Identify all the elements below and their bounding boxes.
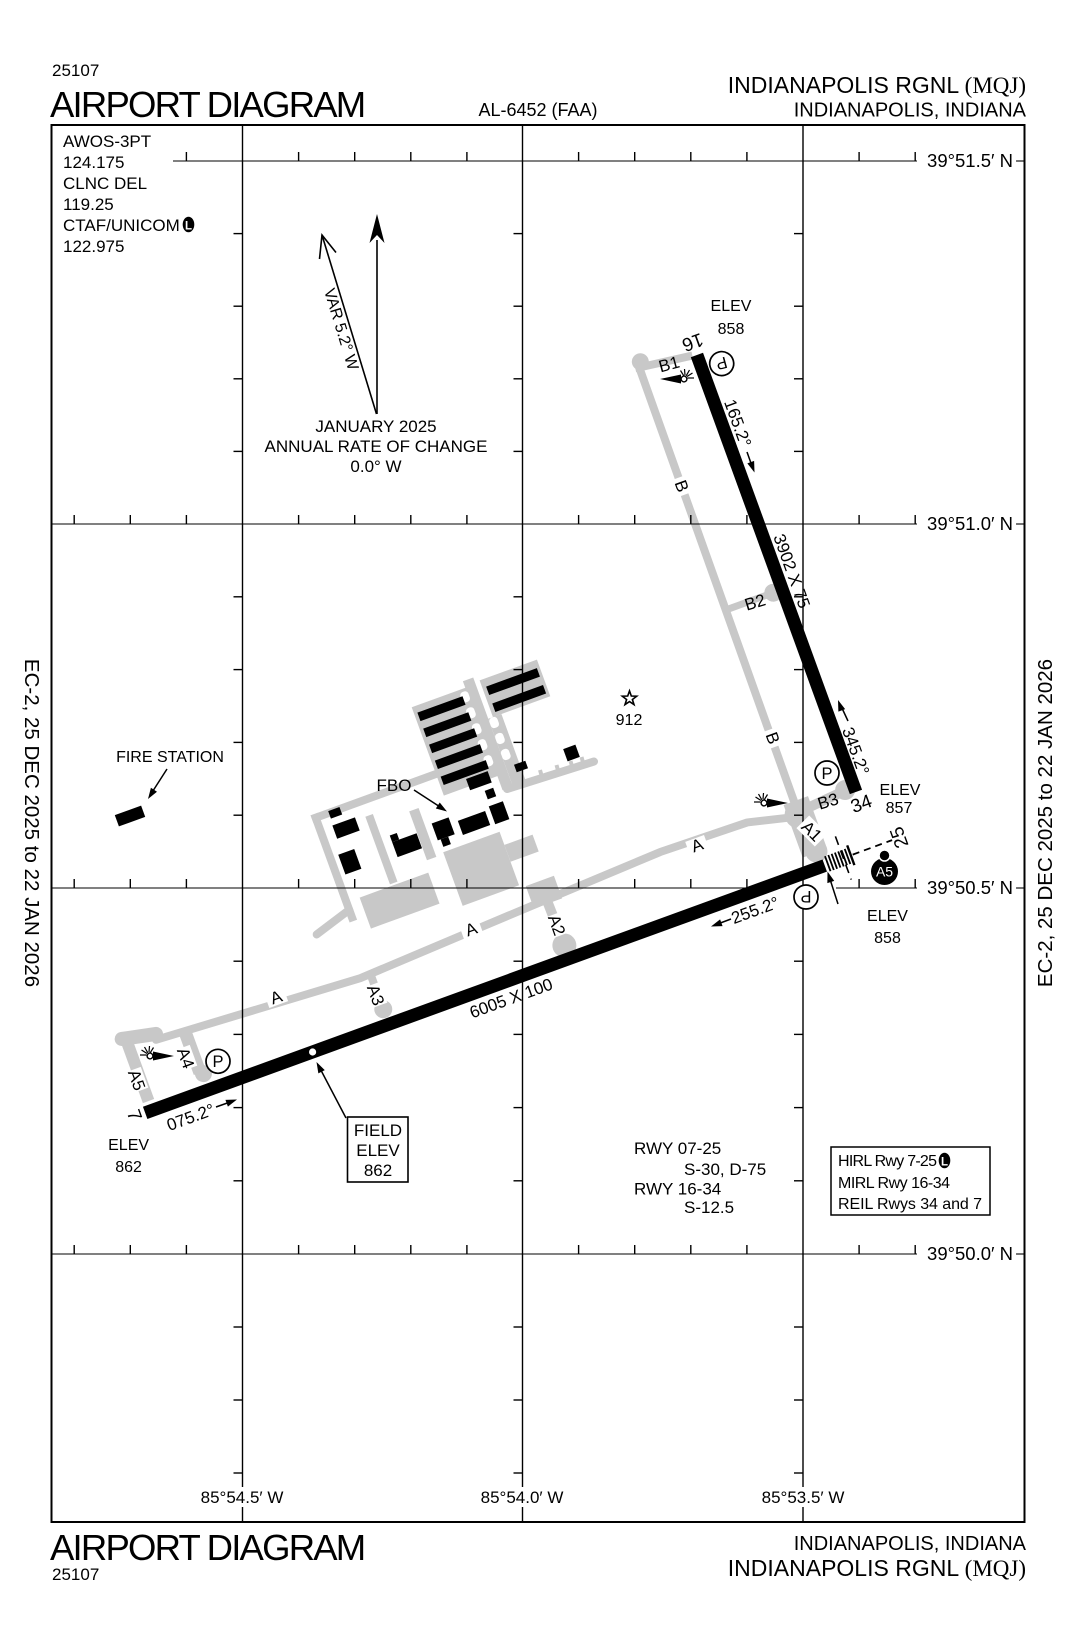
svg-text:FIRE STATION: FIRE STATION	[116, 749, 224, 766]
svg-text:B1: B1	[657, 353, 682, 377]
svg-text:L: L	[185, 221, 192, 233]
svg-text:L: L	[941, 1157, 948, 1169]
svg-text:25107: 25107	[52, 1565, 99, 1584]
svg-text:EC-2, 25 DEC 2025 to 22 JAN 20: EC-2, 25 DEC 2025 to 22 JAN 2026	[1034, 659, 1057, 987]
svg-text:85°54.5′ W: 85°54.5′ W	[201, 1488, 284, 1507]
svg-text:REIL Rwys 34 and 7: REIL Rwys 34 and 7	[838, 1196, 982, 1213]
svg-text:ELEV: ELEV	[108, 1137, 149, 1154]
svg-text:85°54.0′ W: 85°54.0′ W	[481, 1488, 564, 1507]
svg-text:RWY 07-25: RWY 07-25	[634, 1139, 721, 1158]
svg-text:S-30, D-75: S-30, D-75	[684, 1160, 766, 1179]
svg-text:AWOS-3PT: AWOS-3PT	[63, 132, 151, 151]
svg-text:RWY 16-34: RWY 16-34	[634, 1180, 721, 1199]
svg-text:INDIANAPOLIS RGNL (MQJ): INDIANAPOLIS RGNL (MQJ)	[728, 72, 1026, 98]
svg-text:CTAF/UNICOM: CTAF/UNICOM	[63, 216, 180, 235]
svg-text:ELEV: ELEV	[356, 1141, 400, 1160]
svg-text:AIRPORT DIAGRAM: AIRPORT DIAGRAM	[50, 84, 364, 125]
svg-text:ELEV: ELEV	[711, 298, 752, 315]
svg-text:857: 857	[886, 800, 913, 817]
svg-text:INDIANAPOLIS, INDIANA: INDIANAPOLIS, INDIANA	[794, 100, 1027, 122]
svg-text:FBO: FBO	[377, 776, 412, 795]
svg-text:25107: 25107	[52, 61, 99, 80]
svg-text:862: 862	[115, 1159, 142, 1176]
svg-text:858: 858	[718, 321, 745, 338]
svg-text:CLNC DEL: CLNC DEL	[63, 174, 147, 193]
svg-text:85°53.5′ W: 85°53.5′ W	[762, 1488, 845, 1507]
svg-text:FIELD: FIELD	[354, 1121, 402, 1140]
svg-text:39°50.0′ N: 39°50.0′ N	[927, 1243, 1013, 1264]
svg-text:124.175: 124.175	[63, 153, 124, 172]
svg-text:AIRPORT DIAGRAM: AIRPORT DIAGRAM	[50, 1527, 364, 1568]
svg-text:INDIANAPOLIS RGNL (MQJ): INDIANAPOLIS RGNL (MQJ)	[728, 1555, 1026, 1581]
svg-text:862: 862	[364, 1161, 392, 1180]
svg-text:EC-2, 25 DEC 2025 to 22 JAN 20: EC-2, 25 DEC 2025 to 22 JAN 2026	[20, 659, 43, 987]
svg-text:HIRL Rwy 7-25: HIRL Rwy 7-25	[838, 1153, 937, 1170]
svg-text:S-12.5: S-12.5	[684, 1198, 734, 1217]
svg-text:39°51.0′ N: 39°51.0′ N	[927, 513, 1013, 534]
svg-text:122.975: 122.975	[63, 237, 124, 256]
svg-text:0.0° W: 0.0° W	[350, 457, 401, 476]
svg-text:912: 912	[616, 712, 643, 729]
svg-text:858: 858	[874, 930, 901, 947]
svg-text:A5: A5	[876, 864, 893, 880]
svg-text:39°51.5′ N: 39°51.5′ N	[927, 150, 1013, 171]
svg-text:INDIANAPOLIS, INDIANA: INDIANAPOLIS, INDIANA	[794, 1533, 1027, 1555]
svg-text:ANNUAL RATE OF CHANGE: ANNUAL RATE OF CHANGE	[265, 437, 488, 456]
svg-text:AL-6452 (FAA): AL-6452 (FAA)	[478, 100, 597, 120]
svg-text:JANUARY 2025: JANUARY 2025	[315, 417, 436, 436]
svg-text:119.25: 119.25	[63, 195, 114, 214]
svg-text:ELEV: ELEV	[880, 782, 921, 799]
svg-text:ELEV: ELEV	[867, 908, 908, 925]
svg-text:39°50.5′ N: 39°50.5′ N	[927, 877, 1013, 898]
svg-text:MIRL Rwy 16-34: MIRL Rwy 16-34	[838, 1175, 950, 1192]
